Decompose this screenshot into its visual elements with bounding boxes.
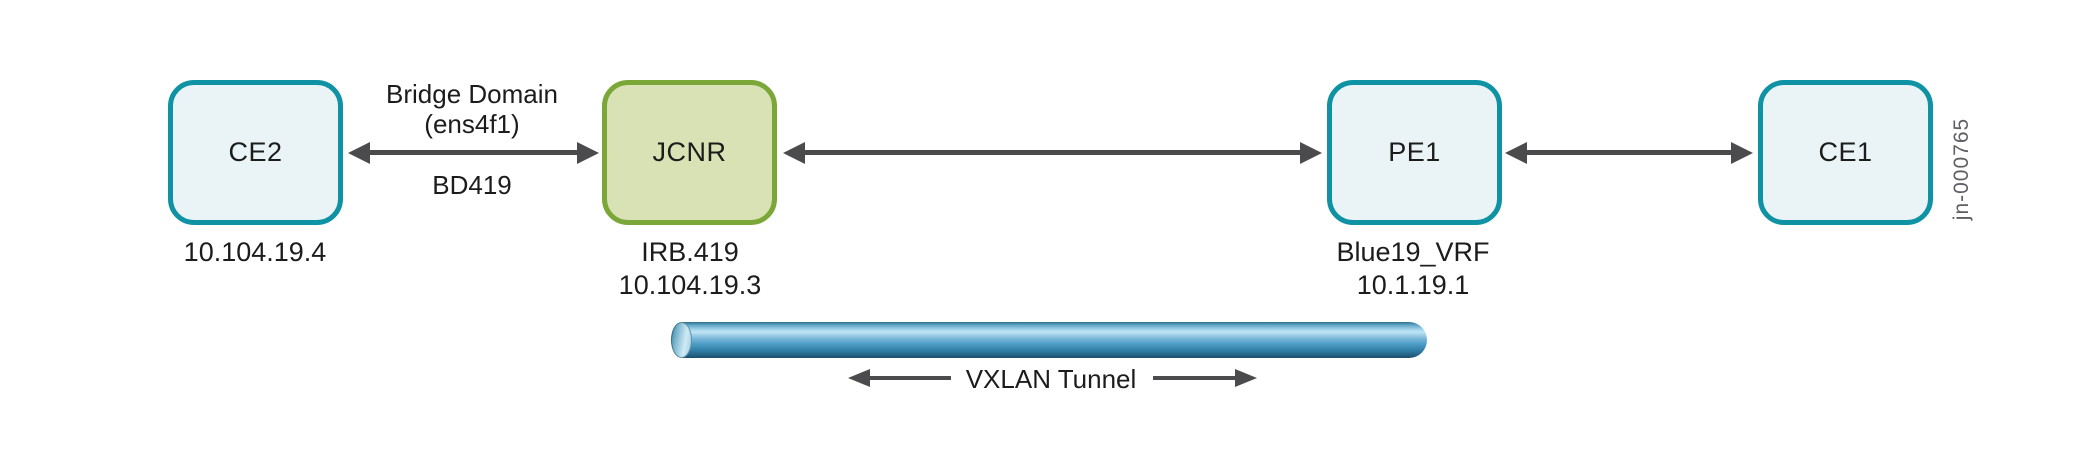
vxlan-tunnel-pipe xyxy=(681,322,1427,358)
jcnr-pe1-link-arrow xyxy=(804,150,1301,155)
vxlan-tunnel-right-arrow xyxy=(1153,376,1236,380)
vxlan-tunnel-pipe-opening xyxy=(671,322,692,358)
ce2-ip-address: 10.104.19.4 xyxy=(183,237,327,267)
node-jcnr-caption: IRB.419 10.104.19.3 xyxy=(565,236,815,302)
figure-id: jn-000765 xyxy=(1950,117,1973,221)
node-jcnr: JCNR xyxy=(602,80,777,225)
node-pe1-caption: Blue19_VRF 10.1.19.1 xyxy=(1288,236,1538,302)
jcnr-irb-interface: IRB.419 xyxy=(641,237,739,267)
node-ce2-label: CE2 xyxy=(228,137,283,167)
node-ce1-label: CE1 xyxy=(1818,137,1873,167)
vxlan-tunnel-left-arrow xyxy=(869,376,951,380)
node-jcnr-label: JCNR xyxy=(652,137,727,167)
pe1-vrf-name: Blue19_VRF xyxy=(1336,237,1490,267)
pe1-ip-address: 10.1.19.1 xyxy=(1356,270,1470,300)
bridge-domain-label-line2: (ens4f1) xyxy=(424,109,520,139)
ce2-jcnr-link-arrow xyxy=(369,150,578,155)
node-ce2: CE2 xyxy=(168,80,343,225)
pe1-ce1-link-arrow xyxy=(1526,150,1732,155)
bd419-label: BD419 xyxy=(432,170,512,200)
jcnr-ip-address: 10.104.19.3 xyxy=(618,270,762,300)
node-ce2-caption: 10.104.19.4 xyxy=(130,236,380,269)
node-pe1: PE1 xyxy=(1327,80,1502,225)
bridge-domain-label-line1: Bridge Domain xyxy=(386,79,558,109)
vxlan-tunnel-label: VXLAN Tunnel xyxy=(965,364,1137,394)
bridge-domain-label: Bridge Domain (ens4f1) xyxy=(322,79,622,139)
node-pe1-label: PE1 xyxy=(1388,137,1441,167)
node-ce1: CE1 xyxy=(1758,80,1933,225)
